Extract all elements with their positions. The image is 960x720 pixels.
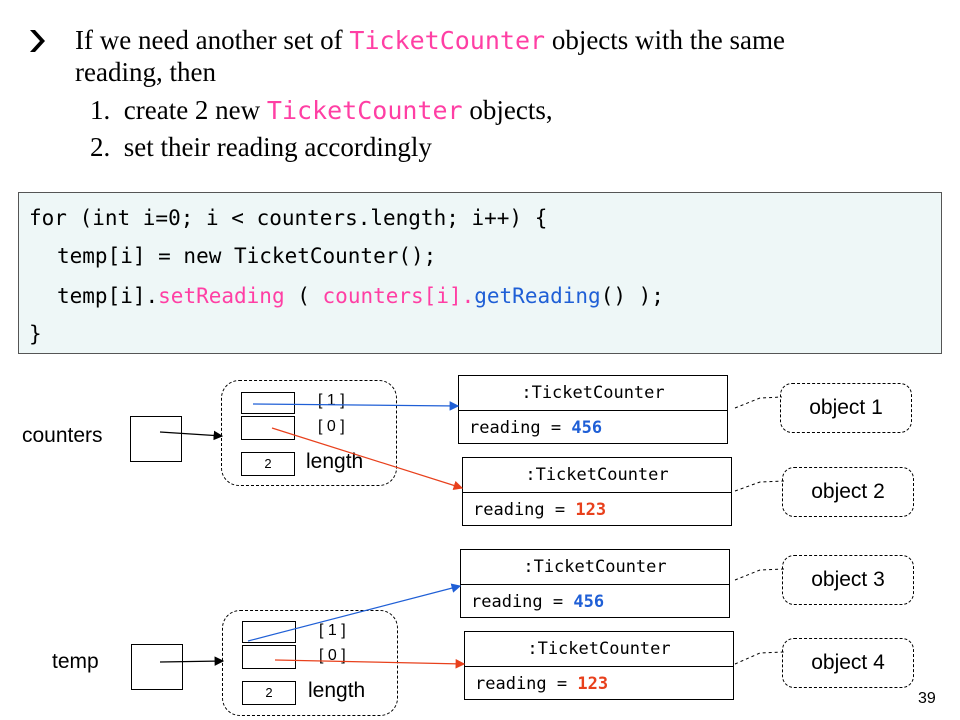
- code-block: for (int i=0; i < counters.length; i++) …: [18, 192, 942, 354]
- temp-reference-box: [131, 644, 183, 690]
- object-title: :TicketCounter: [461, 550, 729, 585]
- list-item-2: 2. set their reading accordingly: [90, 132, 432, 162]
- counters-length-box: 2: [241, 452, 295, 476]
- object-2-callout: object 2: [782, 467, 914, 517]
- code-line-3: temp[i].setReading ( counters[i].getRead…: [57, 284, 664, 308]
- list-item-1: 1. create 2 new TicketCounter objects,: [90, 95, 553, 125]
- code-line-2: temp[i] = new TicketCounter();: [57, 244, 437, 268]
- object-title: :TicketCounter: [459, 376, 727, 411]
- ticketcounter-object-3: :TicketCounter reading = 456: [460, 549, 730, 618]
- code-line-1: for (int i=0; i < counters.length; i++) …: [29, 206, 548, 230]
- bullet-line-2: reading, then: [75, 57, 216, 87]
- object-title: :TicketCounter: [463, 458, 731, 493]
- temp-length-label: length: [308, 679, 366, 702]
- counters-index-0: [ 0 ]: [318, 418, 345, 435]
- temp-index-1: [ 1 ]: [319, 622, 346, 639]
- temp-length-box: 2: [242, 681, 296, 705]
- object-reading: reading = 123: [475, 674, 609, 694]
- temp-slot-0: [242, 645, 296, 669]
- counters-index-1: [ 1 ]: [318, 392, 345, 409]
- temp-label: temp: [52, 650, 99, 673]
- object-reading: reading = 456: [469, 418, 603, 438]
- ticketcounter-object-4: :TicketCounter reading = 123: [464, 631, 734, 700]
- counters-reference-box: [130, 416, 182, 462]
- object-4-callout: object 4: [782, 638, 914, 688]
- temp-index-0: [ 0 ]: [319, 647, 346, 664]
- bullet-line-1: If we need another set of TicketCounter …: [75, 25, 786, 55]
- ticketcounter-object-2: :TicketCounter reading = 123: [462, 457, 732, 526]
- ticketcounter-term: TicketCounter: [349, 26, 546, 55]
- ticketcounter-term: TicketCounter: [266, 96, 463, 125]
- ticketcounter-object-1: :TicketCounter reading = 456: [458, 375, 728, 444]
- object-reading: reading = 123: [473, 500, 607, 520]
- code-line-4: }: [29, 322, 42, 346]
- counters-slot-1: [241, 392, 295, 414]
- object-3-callout: object 3: [782, 555, 914, 605]
- object-title: :TicketCounter: [465, 632, 733, 667]
- object-1-callout: object 1: [780, 383, 912, 433]
- counters-label: counters: [22, 424, 103, 447]
- object-reading: reading = 456: [471, 592, 605, 612]
- counters-length-label: length: [306, 450, 364, 473]
- counters-slot-0: [241, 416, 295, 440]
- temp-slot-1: [242, 621, 296, 643]
- page-number: 39: [918, 690, 936, 707]
- bullet-arrow-icon: [28, 28, 50, 54]
